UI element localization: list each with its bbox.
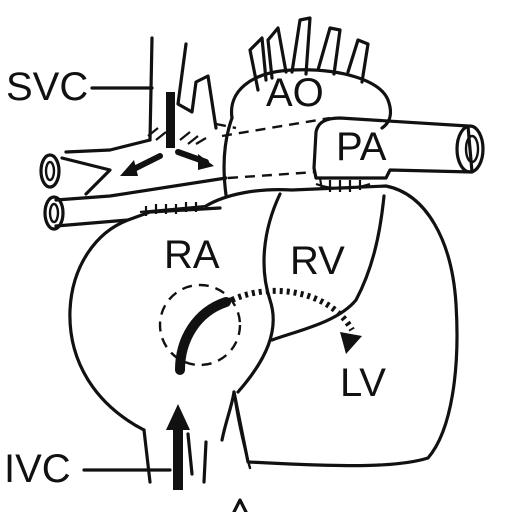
aorta-left-wall (224, 118, 232, 195)
label-rv: RV (290, 239, 345, 283)
heart-outline (70, 186, 457, 466)
label-lv: LV (340, 361, 386, 405)
label-pa: PA (336, 125, 387, 169)
svc-stump (166, 92, 175, 148)
label-ra: RA (164, 233, 220, 277)
vessel-opening-upper (41, 155, 59, 187)
label-ao: AO (266, 71, 324, 115)
label-ivc: IVC (4, 447, 71, 491)
label-svc: SVC (6, 65, 88, 109)
flow-to-lv-arrow (232, 291, 352, 330)
vessel-opening-lower (45, 197, 63, 229)
